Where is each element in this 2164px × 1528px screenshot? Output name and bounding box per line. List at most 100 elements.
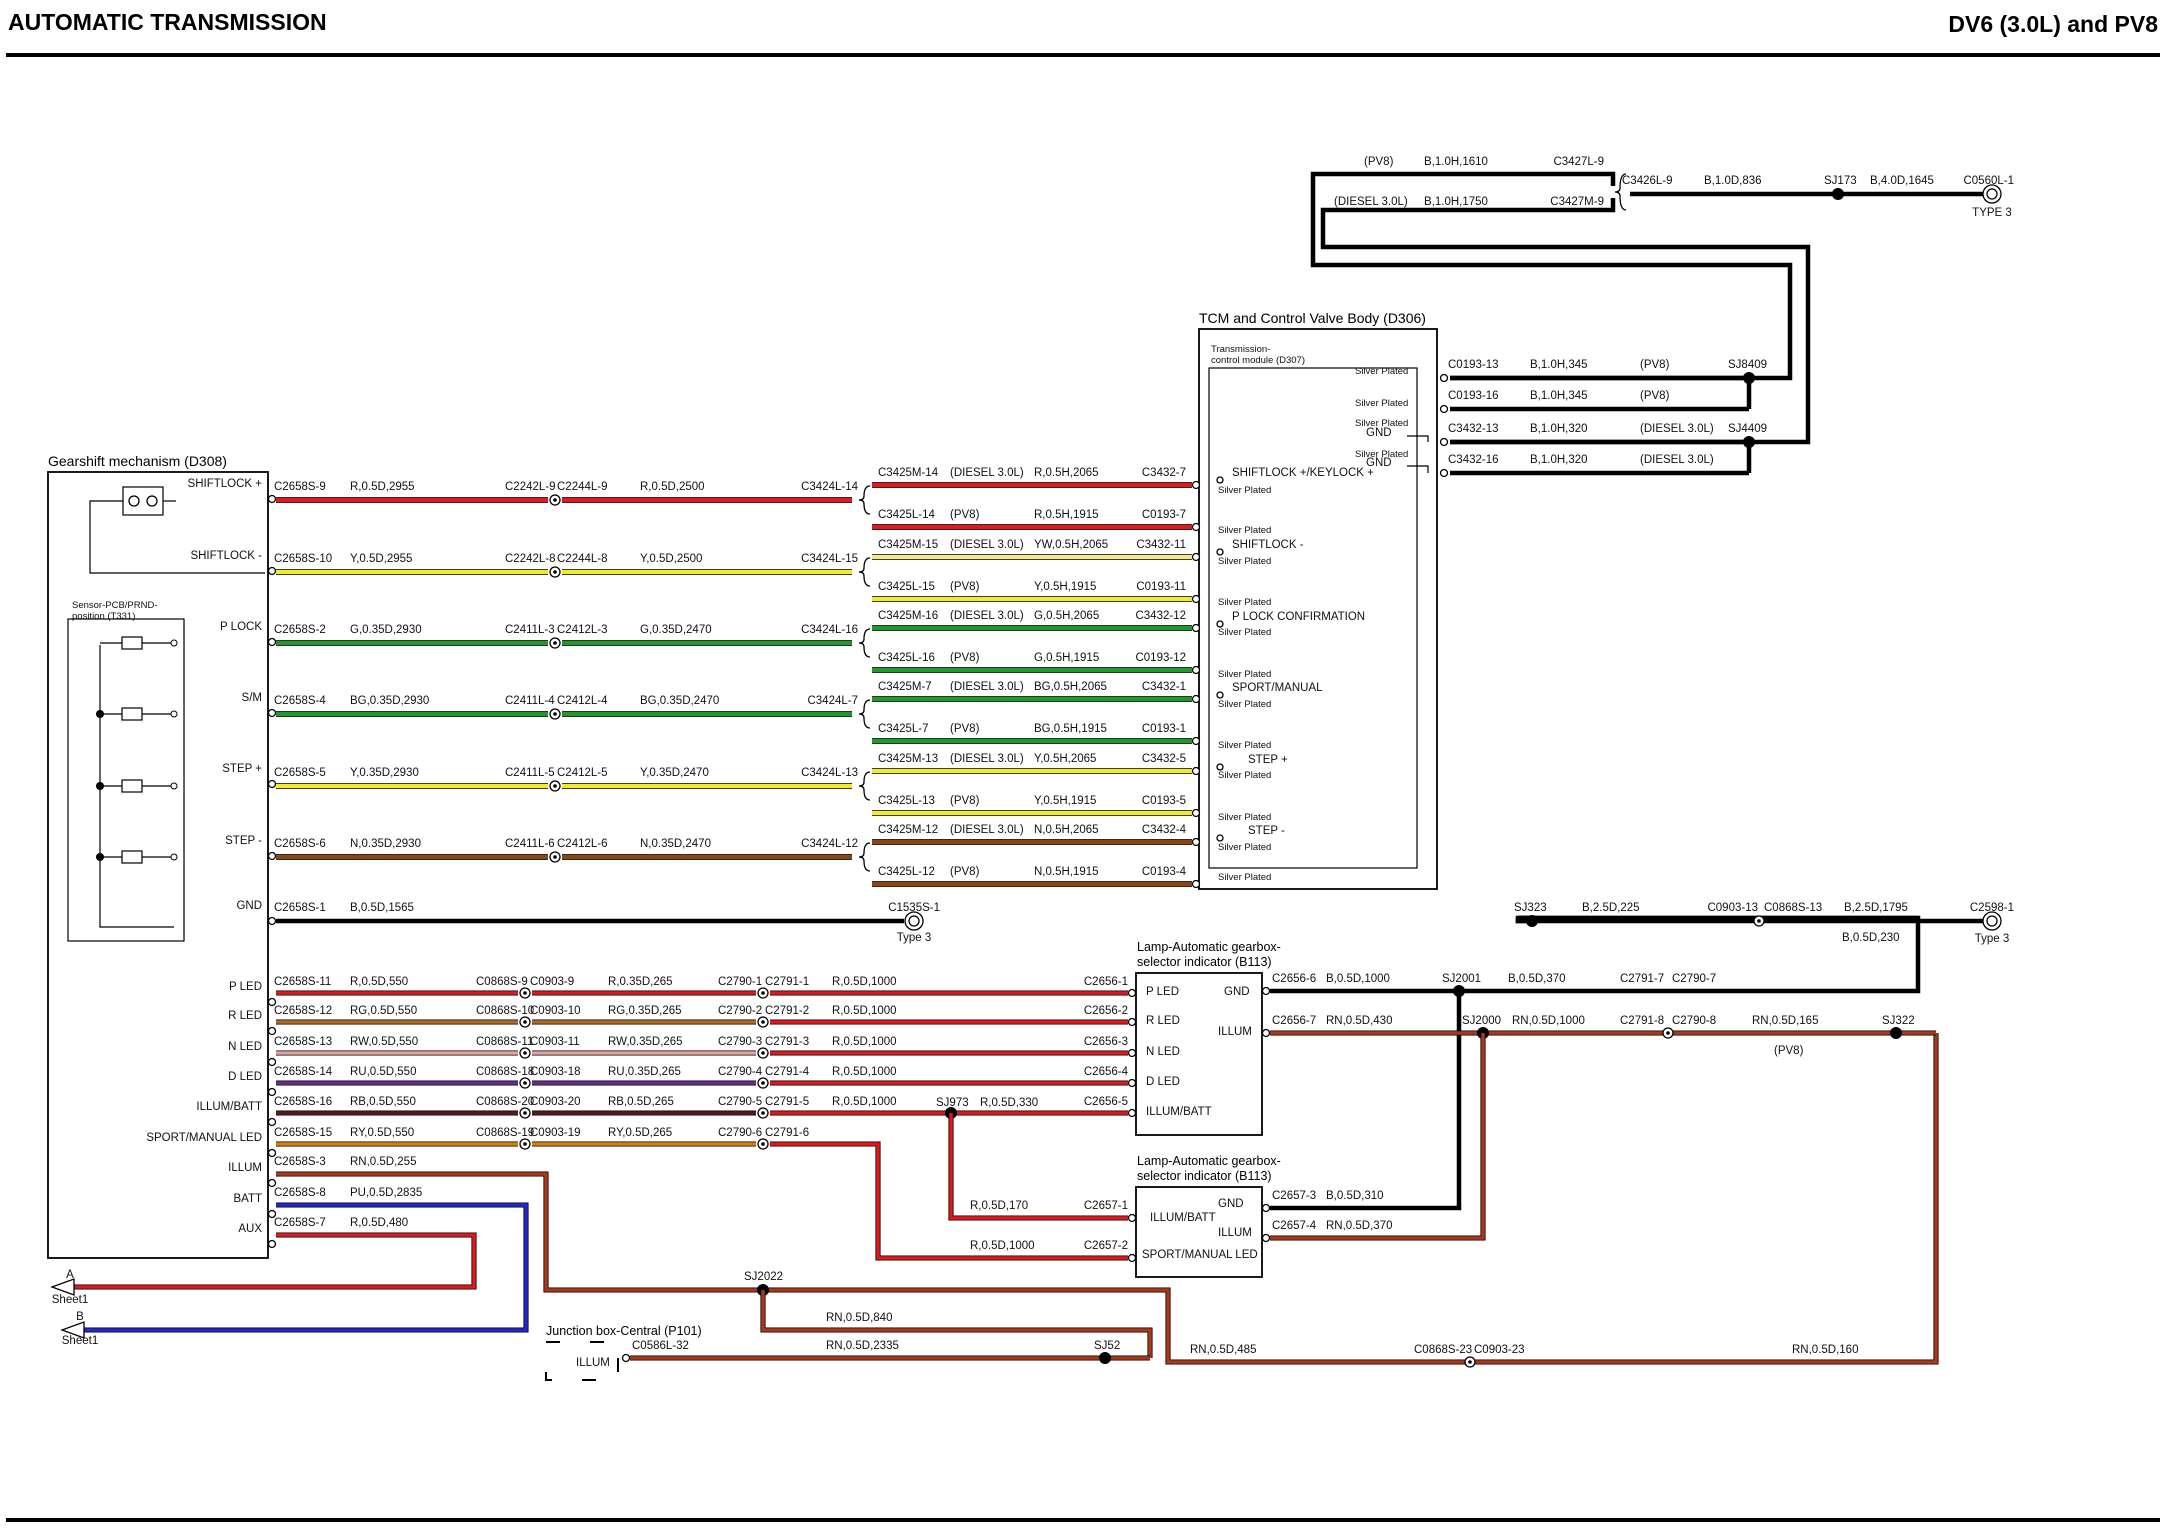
tcm-gnd-link (1407, 435, 1429, 442)
conn-from-0: C2658S-9 (274, 481, 326, 493)
connector-pin (1191, 623, 1201, 633)
sheet-b: Sheet1 (62, 1335, 98, 1347)
conn-mid1-5: C2411L-6 (505, 838, 555, 850)
conn-from-1: C2658S-10 (274, 553, 332, 565)
tcm-gnd-spec-0: B,1.0H,345 (1530, 359, 1588, 371)
led-spec-a-0: R,0.5D,550 (350, 976, 408, 988)
connector-pin (1191, 522, 1201, 532)
inline-connector-core (553, 784, 557, 788)
tcm-diesel-spec-5: N,0.5H,2065 (1034, 824, 1099, 836)
tcm-pv8-conn-0: C3425L-14 (878, 509, 936, 521)
c2657-3-spec: B,0.5D,310 (1326, 1190, 1384, 1202)
tcm-title: TCM and Control Valve Body (D306) (1199, 310, 1426, 326)
inline-connector-core (553, 712, 557, 716)
tcm-pv8-conn-3: C3425L-7 (878, 723, 929, 735)
tcm-gnd-variant-0: (PV8) (1640, 359, 1670, 371)
led-end-3: C2656-4 (1084, 1066, 1129, 1078)
tcm-pin-labels: SHIFTLOCK +/KEYLOCK +SHIFTLOCK -P LOCK C… (1216, 366, 1408, 883)
sj52-label: SJ52 (1094, 1340, 1120, 1352)
conn-end-5: C3424L-12 (801, 838, 858, 850)
conn-mid2-4: C2412L-5 (557, 767, 608, 779)
gearshift-pin-4: STEP + (222, 763, 262, 775)
led-end-2: C2656-3 (1084, 1036, 1128, 1048)
gearshift-pin-12: SPORT/MANUAL LED (146, 1132, 262, 1144)
ladder-terminal (170, 782, 178, 790)
tcm-gnd-variant-2: (DIESEL 3.0L) (1640, 423, 1714, 435)
tcm-pv8-variant-1: (PV8) (950, 581, 980, 593)
tcm-pv8-end-0: C0193-7 (1142, 509, 1186, 521)
c0868s-23: C0868S-23 (1414, 1344, 1472, 1356)
c0586-label: C0586L-32 (632, 1340, 689, 1352)
connector-pin (1261, 986, 1271, 996)
ground-eyelet-inner (1986, 915, 1998, 927)
led-spec-b-1: RG,0.35D,265 (608, 1005, 682, 1017)
tcm-diesel-spec-2: G,0.5H,2065 (1034, 610, 1099, 622)
gearshift-pin-14: BATT (233, 1193, 262, 1205)
tcm-gnd-spec-2: B,1.0H,320 (1530, 423, 1588, 435)
tcm-diesel-variant-2: (DIESEL 3.0L) (950, 610, 1024, 622)
inline-connector-core (1666, 1031, 1670, 1035)
sj2022-spec1: RN,0.5D,840 (826, 1312, 892, 1324)
wire-spec-a-2: G,0.35D,2930 (350, 624, 422, 636)
sj2022-branch-outline (760, 1290, 1153, 1358)
tcm-pin-5: STEP - (1248, 825, 1285, 837)
connector-pin (1439, 437, 1449, 447)
led-spec-b-5: RY,0.5D,265 (608, 1127, 672, 1139)
led-m1-5: C0868S-19 (476, 1127, 534, 1139)
silver-plated-label: Silver Plated (1218, 740, 1271, 751)
tcm-diesel-conn-2: C3425M-16 (878, 610, 938, 622)
gnd-type: Type 3 (897, 932, 932, 944)
tcm-pv8-end-1: C0193-11 (1136, 581, 1186, 593)
connector-pin (1191, 879, 1201, 889)
connector-pin (1191, 736, 1201, 746)
c2790-7: C2790-7 (1672, 973, 1716, 985)
tcm-diesel-spec-3: BG,0.5H,2065 (1034, 681, 1107, 693)
top-c3426: C3426L-9 (1622, 175, 1673, 187)
inline-connector-core (761, 1111, 765, 1115)
ladder-terminal (170, 639, 178, 647)
tcm-diesel-spec-0: R,0.5H,2065 (1034, 467, 1099, 479)
ladder-rail (99, 645, 174, 928)
wires (50, 171, 2002, 1368)
tcm-pin-0: SHIFTLOCK +/KEYLOCK + (1232, 467, 1374, 479)
top-pv8-conn: C3427L-9 (1553, 156, 1604, 168)
lamp1-pin-4: ILLUM/BATT (1146, 1106, 1212, 1118)
c2598-type: Type 3 (1975, 933, 2010, 945)
junction-pin-illum: ILLUM (576, 1357, 610, 1369)
tcm-diesel-conn-3: C3425M-7 (878, 681, 932, 693)
c2657-1-spec: R,0.5D,170 (970, 1200, 1028, 1212)
tcm-pv8-end-2: C0193-12 (1135, 652, 1186, 664)
top-pv8-spec: B,1.0H,1610 (1424, 156, 1488, 168)
tcm-diesel-conn-0: C3425M-14 (878, 467, 939, 479)
conn-end-4: C3424L-13 (801, 767, 858, 779)
connector-pin (1261, 1233, 1271, 1243)
top-diesel-spec: B,1.0H,1750 (1424, 196, 1488, 208)
top-diesel: (DIESEL 3.0L) (1334, 196, 1408, 208)
gearshift-pin-3: S/M (242, 692, 262, 704)
led-m4-1: C2791-2 (765, 1005, 809, 1017)
led-m2-4: C0903-20 (530, 1096, 581, 1108)
connector-pin (1127, 1253, 1137, 1263)
c2656-6: C2656-6 (1272, 973, 1316, 985)
connector-pin (1127, 1213, 1137, 1223)
led-end-0: C2656-1 (1084, 976, 1128, 988)
inline-connector-core (553, 641, 557, 645)
resistor-icon (121, 636, 143, 650)
tcm-pin-terminal (1216, 691, 1224, 699)
conn-from-2: C2658S-2 (274, 624, 326, 636)
conn-from-3: C2658S-4 (274, 695, 326, 707)
batt-from: C2658S-8 (274, 1187, 326, 1199)
conn-from-4: C2658S-5 (274, 767, 326, 779)
gearshift-pin-2: P LOCK (220, 621, 262, 633)
tcm-gnd-link (1407, 465, 1429, 473)
sj323: SJ323 (1514, 902, 1547, 914)
led-from-5: C2658S-15 (274, 1127, 332, 1139)
tcm-pv8-end-5: C0193-4 (1142, 866, 1187, 878)
tcm-diesel-conn-1: C3425M-15 (878, 539, 938, 551)
silver-plated-label: Silver Plated (1355, 366, 1408, 377)
lamp-selector-indicator-1: Lamp-Automatic gearbox- selector indicat… (1135, 940, 1281, 1136)
tcm-gnd-conn-1: C0193-16 (1448, 390, 1499, 402)
silver-plated-label: Silver Plated (1218, 525, 1271, 536)
splice-sj323 (1526, 915, 1538, 927)
